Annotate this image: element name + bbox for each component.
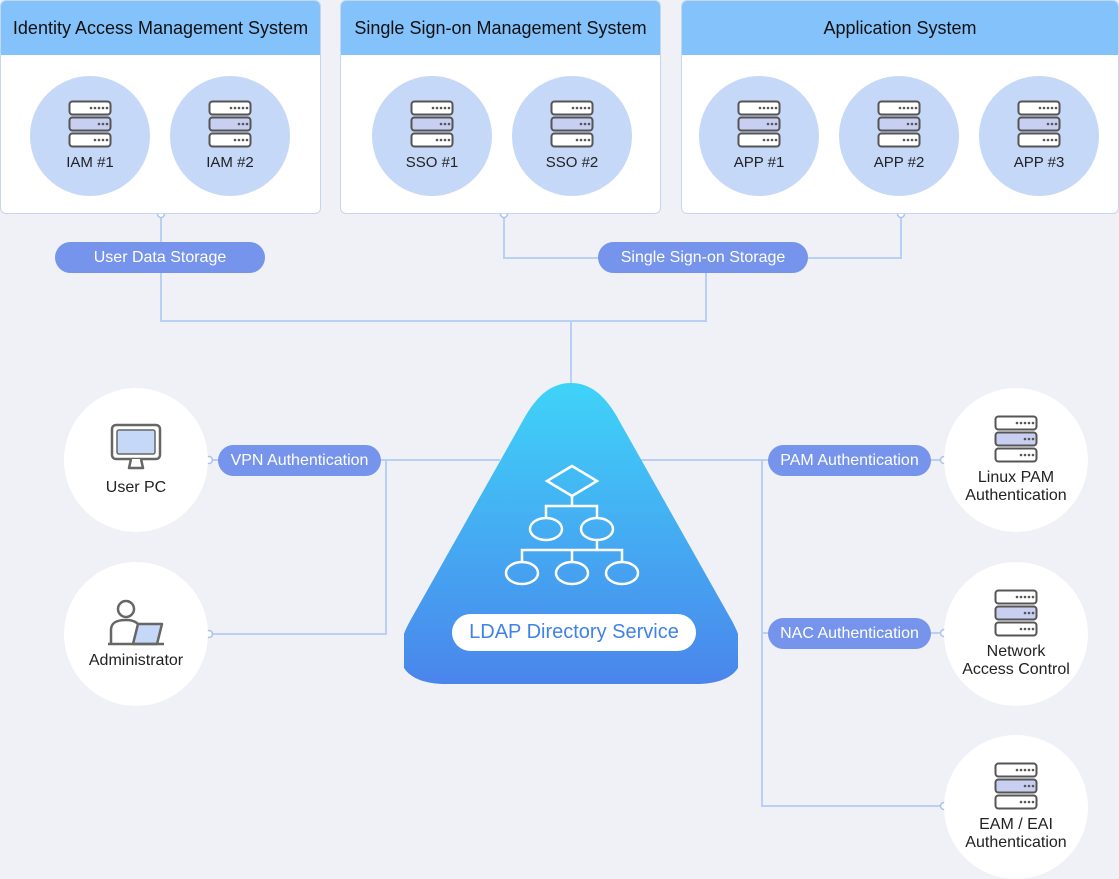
app-node-2[interactable]: APP #2 xyxy=(839,76,959,196)
eam-eai-node[interactable]: EAM / EAI Authentication xyxy=(944,735,1088,879)
server-icon xyxy=(737,100,781,148)
server-icon xyxy=(550,100,594,148)
server-icon xyxy=(877,100,921,148)
administrator-label: Administrator xyxy=(88,652,184,669)
app-panel-title: Application System xyxy=(682,1,1118,55)
node-label: APP #3 xyxy=(1013,154,1065,171)
iam-panel: Identity Access Management System IAM #1… xyxy=(0,0,321,214)
app-node-1[interactable]: APP #1 xyxy=(699,76,819,196)
app-node-3[interactable]: APP #3 xyxy=(979,76,1099,196)
vpn-authentication-pill: VPN Authentication xyxy=(218,445,381,476)
linux-pam-label-line1: Linux PAM xyxy=(977,469,1055,486)
node-label: SSO #2 xyxy=(545,154,599,171)
user-pc-label: User PC xyxy=(105,479,167,496)
sso-node-1[interactable]: SSO #1 xyxy=(372,76,492,196)
iam-node-2[interactable]: IAM #2 xyxy=(170,76,290,196)
node-label: IAM #2 xyxy=(206,154,254,171)
sso-node-2[interactable]: SSO #2 xyxy=(512,76,632,196)
node-label: APP #2 xyxy=(873,154,925,171)
user-pc-node[interactable]: User PC xyxy=(64,388,208,532)
administrator-icon xyxy=(108,599,164,646)
app-panel: Application System APP #1 APP #2 APP #3 xyxy=(681,0,1119,214)
server-icon xyxy=(208,100,252,148)
pam-authentication-pill: PAM Authentication xyxy=(768,445,931,476)
network-access-control-node[interactable]: Network Access Control xyxy=(944,562,1088,706)
sso-storage-pill: Single Sign-on Storage xyxy=(598,242,808,273)
server-icon xyxy=(994,762,1038,810)
ldap-directory-label: LDAP Directory Service xyxy=(452,614,696,651)
monitor-icon xyxy=(110,423,162,470)
eam-label-line2: Authentication xyxy=(965,834,1067,851)
iam-panel-title: Identity Access Management System xyxy=(1,1,320,55)
node-label: APP #1 xyxy=(733,154,785,171)
user-data-storage-pill: User Data Storage xyxy=(55,242,265,273)
nac-authentication-pill: NAC Authentication xyxy=(768,618,931,649)
nac-label-line1: Network xyxy=(986,643,1046,660)
server-icon xyxy=(994,415,1038,463)
server-icon xyxy=(410,100,454,148)
server-icon xyxy=(1017,100,1061,148)
linux-pam-label-line2: Authentication xyxy=(965,487,1067,504)
administrator-node[interactable]: Administrator xyxy=(64,562,208,706)
hierarchy-icon xyxy=(504,464,640,586)
linux-pam-node[interactable]: Linux PAM Authentication xyxy=(944,388,1088,532)
sso-panel-title: Single Sign-on Management System xyxy=(341,1,660,55)
nac-label-line2: Access Control xyxy=(962,661,1070,678)
iam-node-1[interactable]: IAM #1 xyxy=(30,76,150,196)
server-icon xyxy=(994,589,1038,637)
eam-label-line1: EAM / EAI xyxy=(979,816,1053,833)
node-label: IAM #1 xyxy=(66,154,114,171)
server-icon xyxy=(68,100,112,148)
sso-panel: Single Sign-on Management System SSO #1 … xyxy=(340,0,661,214)
node-label: SSO #1 xyxy=(405,154,459,171)
ldap-directory-shape[interactable] xyxy=(404,381,738,686)
